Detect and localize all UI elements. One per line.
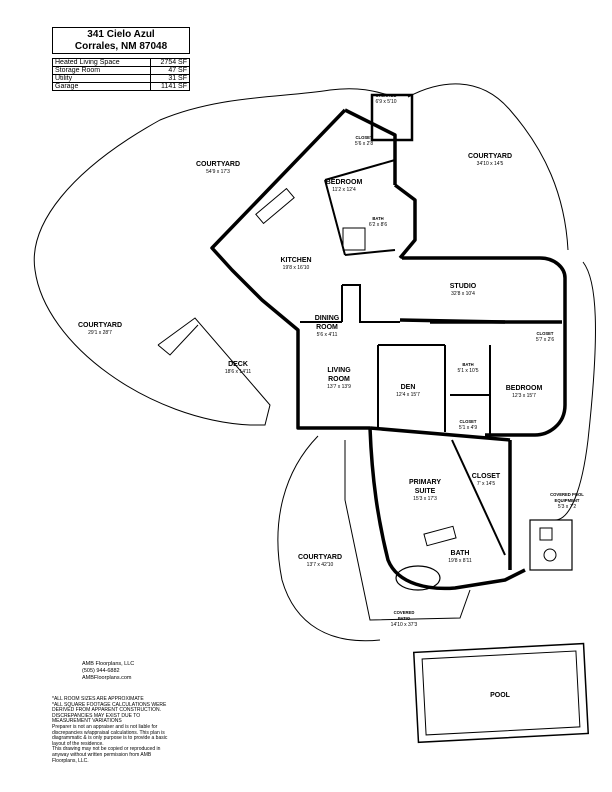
exterior-walls [210,108,567,437]
room-name: BEDROOM [506,385,543,392]
room-name-2: EQUIPMENT [555,498,580,503]
room-dims: 12'3 x 15'7 [512,393,536,399]
room-dims: 7' x 14'5 [477,481,496,487]
bath-vanity [423,525,457,547]
room-name: PRIMARY [409,479,441,486]
room-name: CLOSET [460,419,477,424]
room-dims: 34'10 x 14'5 [477,161,504,167]
pool-outer [412,642,590,744]
disclaimer-notes: *ALL ROOM SIZES ARE APPROXIMATE *ALL SQU… [52,696,170,764]
pool-equipment-pump [543,548,557,562]
courtyard-boundary [407,83,569,251]
room-dims: 5'1 x 10'5 [457,368,478,374]
deck [157,317,271,426]
room-dims: 12'4 x 15'7 [396,392,420,398]
room-dims: 5'1 x 4'9 [459,425,478,431]
room-name: BATH [372,216,383,221]
room-name-2: ROOM [328,376,350,383]
room-dims: 6'9 x 5'10 [375,99,396,105]
credit-line: (505) 944-6882 [82,668,120,674]
room-dims: 5'6 x 4'11 [317,332,338,338]
pool-inner [421,650,581,736]
kitchen-counter [255,187,295,225]
courtyard-boundary [277,435,381,642]
room-dims: 6'2 x 8'6 [369,222,388,228]
room-name: COURTYARD [78,322,122,329]
room-dims: 15'3 x 17'3 [413,496,437,502]
primary-suite-walls [368,426,526,591]
storage-room [370,93,414,142]
room-name: DINING [315,315,340,322]
room-dims: 18'6 x 14'11 [225,369,252,375]
room-dims: 19'8 x 8'11 [448,558,472,564]
room-dims: 5'7 x 2'6 [536,337,555,343]
sqft-value: 1141 SF [150,82,190,91]
room-dims: 5'6 x 2'8 [355,141,374,147]
room-name: STORAGE [376,93,397,98]
room-name: CLOSET [472,473,501,480]
room-labels: COURTYARD 54'9 x 17'3 COURTYARD 34'10 x … [78,93,584,699]
room-dims: 29'1 x 28'7 [88,330,112,336]
room-dims: 5'3 x 7'2 [558,504,577,510]
room-name: COURTYARD [196,161,240,168]
pool-label: POOL [490,692,511,699]
room-name: KITCHEN [280,257,311,264]
address-box: 341 Cielo Azul Corrales, NM 87048 [52,27,190,54]
courtyard-boundary [33,88,393,426]
room-name-2: PATIO [398,616,411,621]
room-dims: 14'10 x 37'3 [391,622,418,628]
room-dims: 11'2 x 12'4 [332,187,356,193]
room-name: CLOSET [356,135,373,140]
kitchen-island [342,227,366,251]
room-dims: 19'8 x 16'10 [283,265,310,271]
room-name: DECK [228,361,248,368]
room-name-2: ROOM [316,324,338,331]
covered-patio-outline [344,440,471,621]
room-dims: 32'8 x 10'4 [451,291,475,297]
pool-equipment-box [539,527,553,541]
room-name: DEN [401,384,416,391]
pool-equipment-pad [529,519,573,571]
credit-line: AMBFloorplans.com [82,675,132,681]
room-name: CLOSET [537,331,554,336]
interior-walls [300,159,506,556]
room-name-2: SUITE [415,488,436,495]
courtyard-boundary [554,261,596,521]
room-name: COVERED POOL [550,492,584,497]
room-dims: 13'7 x 42'10 [307,562,334,568]
room-name: COURTYARD [298,554,342,561]
note-line: *ALL SQUARE FOOTAGE CALCULATIONS WERE DE… [52,701,167,725]
room-name: BEDROOM [326,179,363,186]
note-line: *ALL ROOM SIZES ARE APPROXIMATE [52,696,144,702]
room-name: COURTYARD [468,153,512,160]
address-line-2: Corrales, NM 87048 [74,41,168,52]
room-name: BATH [462,362,473,367]
address-line-1: 341 Cielo Azul [87,29,155,40]
bathtub [395,565,441,591]
room-name: BATH [451,550,470,557]
room-name: LIVING [327,367,351,374]
room-dims: 13'7 x 13'9 [327,384,351,390]
note-line: This drawing may not be copied or reprod… [52,746,161,764]
room-name: COVERED [394,610,415,615]
note-line: Preparer is not an appraiser and is not … [52,723,168,747]
credit-block: AMB Floorplans, LLC (505) 944-6882 AMBFl… [82,661,134,682]
credit-line: AMB Floorplans, LLC [82,661,135,667]
room-name: STUDIO [450,283,477,290]
room-dims: 54'9 x 17'3 [206,169,230,175]
